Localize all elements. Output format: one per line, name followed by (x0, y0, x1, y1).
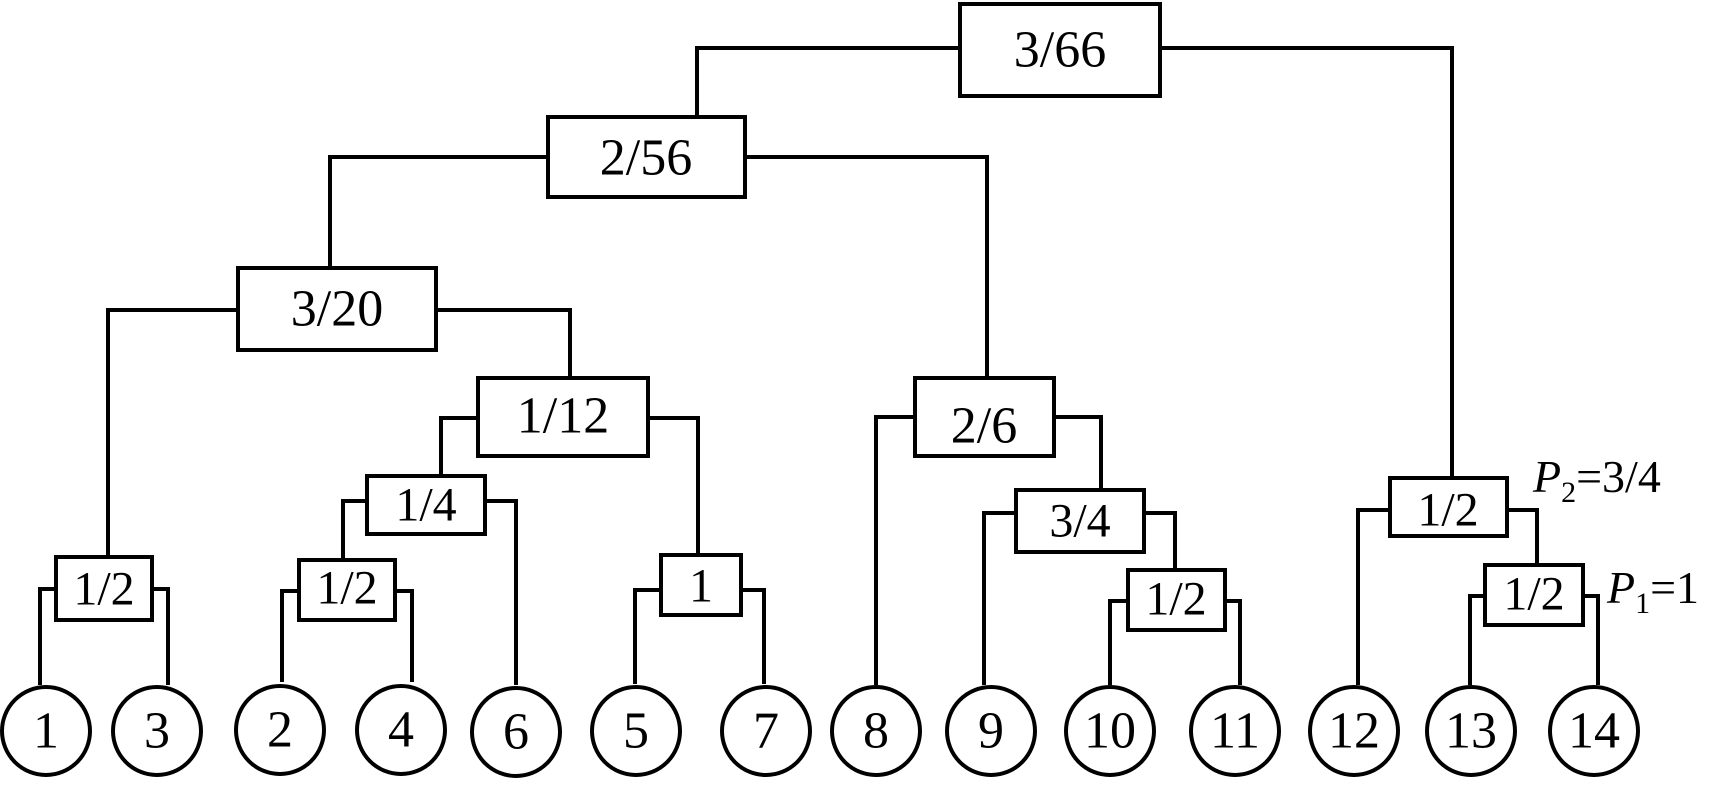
leaf-12: 12 (1308, 685, 1400, 777)
leaf-3: 3 (111, 685, 203, 777)
node-2-6: 2/6 (913, 376, 1056, 458)
leaf-10-label: 10 (1084, 703, 1136, 760)
annotation-p1: P1=1 (1606, 562, 1699, 620)
node-1-4-label: 1/4 (395, 479, 456, 532)
node-1-12-label: 1/12 (517, 388, 609, 445)
node-3-20-label: 3/20 (291, 281, 383, 338)
leaf-5: 5 (590, 685, 682, 777)
leaf-11: 11 (1189, 685, 1281, 777)
leaf-10: 10 (1064, 685, 1156, 777)
leaf-1: 1 (0, 685, 92, 777)
node-1-2-b-label: 1/2 (316, 562, 377, 615)
leaf-4-label: 4 (388, 702, 414, 759)
node-1-2-d-label: 1/2 (1417, 484, 1478, 537)
node-1-2-e: 1/2 (1483, 563, 1585, 627)
node-1: 1 (659, 553, 743, 617)
node-1-4: 1/4 (365, 474, 487, 536)
node-1-2-c-label: 1/2 (1145, 573, 1206, 626)
leaf-9: 9 (945, 685, 1037, 777)
node-1-2-a-label: 1/2 (73, 563, 134, 616)
node-2-56: 2/56 (546, 115, 747, 199)
leaf-7: 7 (720, 685, 812, 777)
leaf-6-label: 6 (503, 704, 529, 761)
annotation-p2-value: =3/4 (1576, 451, 1661, 502)
annotation-p1-value: =1 (1650, 562, 1699, 613)
leaf-3-label: 3 (144, 703, 170, 760)
node-1-label: 1 (689, 560, 713, 613)
leaf-14-label: 14 (1568, 703, 1620, 760)
leaf-9-label: 9 (978, 703, 1004, 760)
node-1-2-c: 1/2 (1126, 568, 1227, 632)
annotation-p1-symbol: P (1606, 562, 1635, 613)
annotation-p2-subscript: 2 (1561, 476, 1576, 509)
annotation-p2-symbol: P (1532, 451, 1561, 502)
node-1-2-b: 1/2 (297, 558, 397, 622)
node-3-20: 3/20 (236, 266, 438, 352)
leaf-5-label: 5 (623, 703, 649, 760)
leaf-8: 8 (830, 685, 922, 777)
node-3-4-label: 3/4 (1049, 495, 1110, 548)
leaf-nodes: 1 3 2 4 6 5 7 8 (0, 684, 1640, 778)
node-1-12: 1/12 (476, 376, 650, 458)
leaf-1-label: 1 (33, 703, 59, 760)
leaf-13-label: 13 (1445, 703, 1497, 760)
leaf-2-label: 2 (267, 702, 293, 759)
node-root-label: 3/66 (1014, 22, 1106, 79)
node-3-4: 3/4 (1014, 488, 1146, 554)
leaf-14: 14 (1548, 685, 1640, 777)
leaf-7-label: 7 (753, 703, 779, 760)
leaf-8-label: 8 (863, 703, 889, 760)
leaf-2: 2 (234, 684, 326, 776)
leaf-11-label: 11 (1210, 703, 1260, 760)
annotation-p1-subscript: 1 (1635, 587, 1650, 620)
node-2-6-label: 2/6 (951, 398, 1017, 455)
leaf-4: 4 (355, 684, 447, 776)
leaf-12-label: 12 (1328, 703, 1380, 760)
leaf-6: 6 (470, 686, 562, 778)
node-1-2-a: 1/2 (54, 555, 154, 622)
node-root: 3/66 (958, 2, 1162, 98)
node-2-56-label: 2/56 (600, 130, 692, 187)
annotation-p2: P2=3/4 (1532, 451, 1661, 509)
node-1-2-d: 1/2 (1388, 476, 1509, 538)
connector-lines (38, 46, 1600, 685)
leaf-13: 13 (1425, 685, 1517, 777)
node-1-2-e-label: 1/2 (1503, 568, 1564, 621)
